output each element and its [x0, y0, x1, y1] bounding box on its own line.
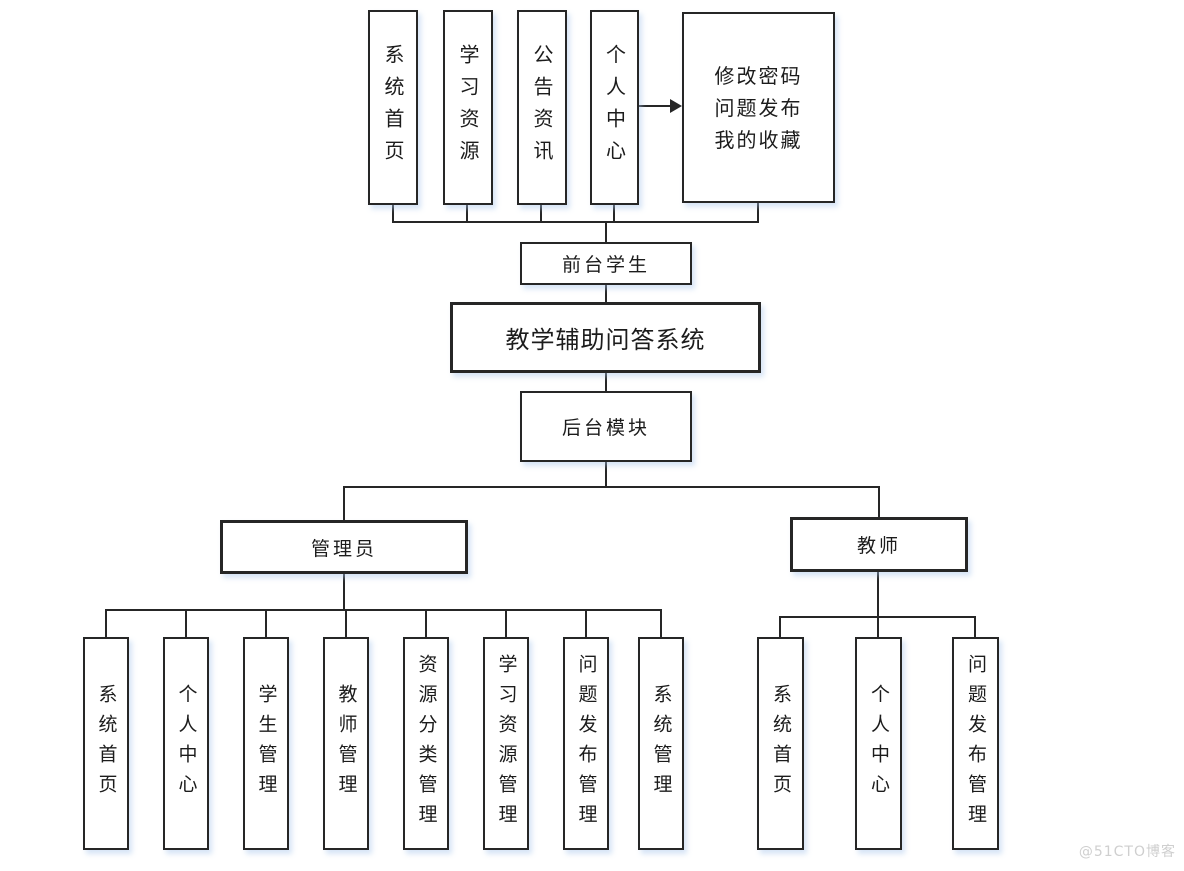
- connector-bus: [343, 486, 880, 488]
- node-learning-resources: 学习资源: [443, 10, 493, 205]
- node-label: 后台模块: [561, 417, 650, 439]
- node-admin-system-home: 系统首页: [83, 637, 129, 850]
- watermark-text: @51CTO博客: [1078, 844, 1176, 860]
- connector-line: [639, 105, 672, 107]
- node-label: 系统首页: [770, 683, 792, 804]
- node-label: 资源分类管理: [415, 653, 438, 834]
- node-label: 前台学生: [561, 254, 650, 276]
- node-personal-center-functions: 修改密码 问题发布 我的收藏: [682, 12, 835, 203]
- node-admin-question-publish-mgmt: 问题发布管理: [563, 637, 609, 850]
- node-admin: 管理员: [220, 520, 468, 574]
- node-system-title: 教学辅助问答系统: [450, 302, 761, 373]
- node-label: 个人中心: [602, 43, 627, 172]
- connector-line: [185, 609, 187, 637]
- node-admin-teacher-mgmt: 教师管理: [323, 637, 369, 850]
- node-label-line: 我的收藏: [714, 127, 803, 152]
- node-back-module: 后台模块: [520, 391, 692, 462]
- page-title: 教学辅助问答系统: [505, 326, 706, 354]
- connector-line: [585, 609, 587, 637]
- node-label: 个人中心: [175, 683, 198, 804]
- node-teacher-personal-center: 个人中心: [855, 637, 902, 850]
- node-admin-student-mgmt: 学生管理: [243, 637, 289, 850]
- node-admin-resource-category-mgmt: 资源分类管理: [403, 637, 449, 850]
- connector-line: [605, 462, 607, 487]
- node-teacher-question-publish-mgmt: 问题发布管理: [952, 637, 999, 850]
- connector-line: [779, 616, 781, 637]
- connector-line: [343, 573, 345, 610]
- connector-line: [265, 609, 267, 637]
- node-label: 系统首页: [95, 683, 118, 804]
- node-personal-center: 个人中心: [590, 10, 639, 205]
- node-label: 问题发布管理: [965, 653, 987, 834]
- node-front-student: 前台学生: [520, 242, 692, 285]
- node-admin-learning-resource-mgmt: 学习资源管理: [483, 637, 529, 850]
- connector-line: [613, 205, 615, 223]
- connector-line: [425, 609, 427, 637]
- connector-line: [974, 616, 976, 637]
- connector-line: [466, 205, 468, 223]
- connector-bus: [105, 609, 662, 611]
- node-label: 学习资源管理: [495, 653, 518, 834]
- node-label-line: 问题发布: [714, 95, 803, 120]
- node-label: 管理员: [310, 537, 377, 560]
- connector-line: [757, 203, 759, 223]
- connector-line: [605, 373, 607, 391]
- node-label: 学习资源: [456, 43, 480, 172]
- node-teacher-system-home: 系统首页: [757, 637, 804, 850]
- connector-line: [878, 486, 880, 517]
- connector-line: [660, 609, 662, 637]
- node-label-line: 修改密码: [714, 63, 803, 88]
- connector-line: [877, 572, 879, 617]
- node-label: 系统首页: [381, 43, 405, 172]
- connector-line: [345, 609, 347, 637]
- connector-line: [392, 205, 394, 223]
- node-label: 系统管理: [650, 683, 673, 804]
- connector-line: [877, 616, 879, 637]
- node-admin-personal-center: 个人中心: [163, 637, 209, 850]
- connector-line: [105, 609, 107, 637]
- connector-line: [540, 205, 542, 223]
- node-label: 学生管理: [255, 683, 278, 804]
- arrow-right-icon: [670, 99, 682, 113]
- connector-bus: [392, 221, 759, 223]
- connector-line: [505, 609, 507, 637]
- node-label: 问题发布管理: [575, 653, 598, 834]
- connector-line: [605, 285, 607, 302]
- node-label: 个人中心: [868, 683, 890, 804]
- node-announcements: 公告资讯: [517, 10, 567, 205]
- connector-line: [605, 221, 607, 242]
- node-system-home-front: 系统首页: [368, 10, 418, 205]
- node-teacher: 教师: [790, 517, 968, 572]
- node-label: 公告资讯: [530, 43, 554, 172]
- node-label: 教师管理: [335, 683, 358, 804]
- node-admin-system-mgmt: 系统管理: [638, 637, 684, 850]
- connector-line: [343, 486, 345, 520]
- node-label: 教师: [856, 535, 901, 557]
